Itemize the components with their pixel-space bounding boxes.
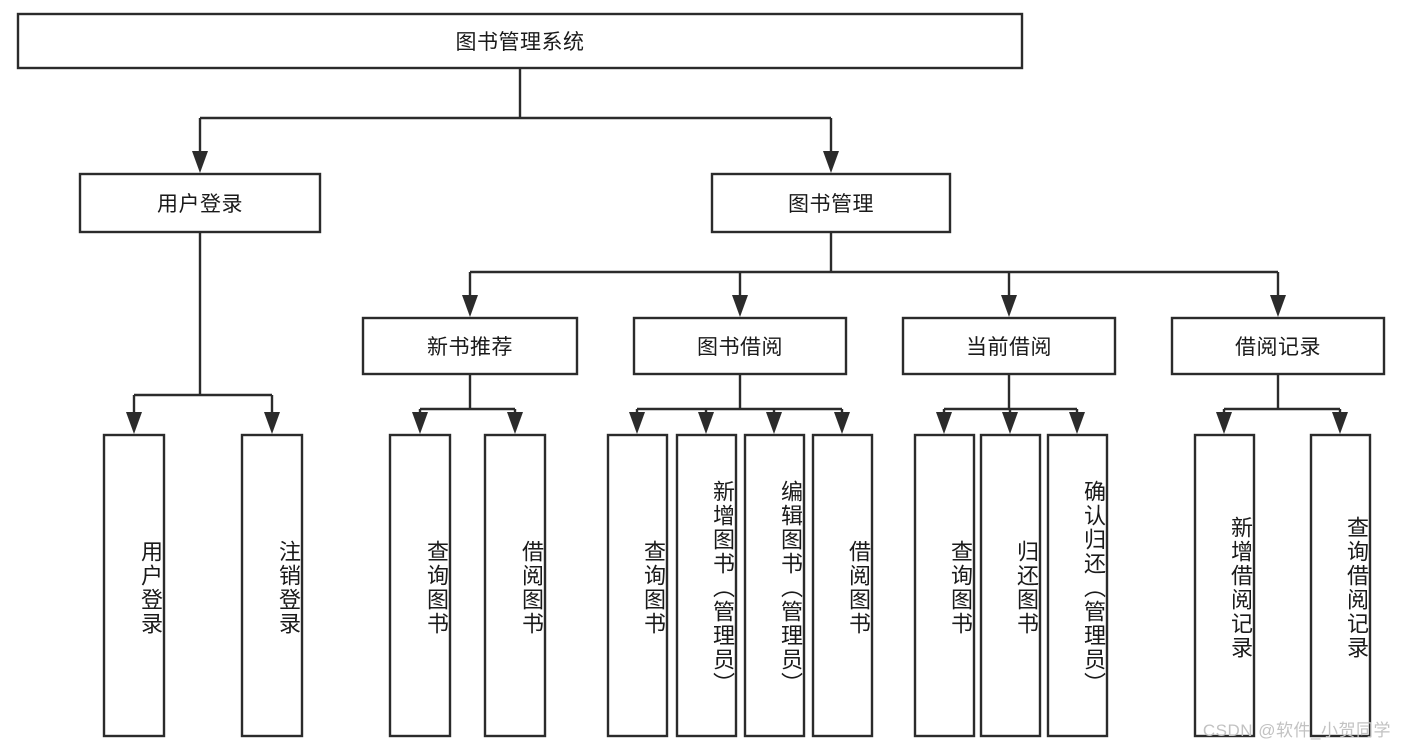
arrow-head-icon	[462, 295, 478, 317]
node-box-leaf-add-record[interactable]	[1193, 433, 1256, 738]
node-box-book-borrow[interactable]	[632, 316, 848, 376]
node-box-leaf-return-book[interactable]	[979, 433, 1042, 738]
arrow-head-icon	[507, 412, 523, 434]
node-box-leaf-query-record[interactable]	[1309, 433, 1372, 738]
arrow-head-icon	[629, 412, 645, 434]
arrow-head-icon	[1069, 412, 1085, 434]
arrow-head-icon	[192, 151, 208, 173]
arrow-head-icon	[732, 295, 748, 317]
arrow-head-icon	[1001, 295, 1017, 317]
node-box-book-manage[interactable]	[710, 172, 952, 234]
arrow-head-icon	[412, 412, 428, 434]
node-box-leaf-borrow-book-rec[interactable]	[483, 433, 547, 738]
node-box-leaf-query-book-rec[interactable]	[388, 433, 452, 738]
arrow-head-icon	[936, 412, 952, 434]
node-box-leaf-add-book[interactable]	[675, 433, 738, 738]
connectors-layer	[126, 68, 1348, 434]
node-box-leaf-logout[interactable]	[240, 433, 304, 738]
arrow-head-icon	[698, 412, 714, 434]
node-box-current-borrow[interactable]	[901, 316, 1117, 376]
node-box-user-login[interactable]	[78, 172, 322, 234]
arrow-head-icon	[126, 412, 142, 434]
arrow-head-icon	[1270, 295, 1286, 317]
arrow-head-icon	[264, 412, 280, 434]
arrow-head-icon	[834, 412, 850, 434]
node-box-leaf-query-book-cur[interactable]	[913, 433, 976, 738]
node-box-leaf-confirm-return[interactable]	[1046, 433, 1109, 738]
arrow-head-icon	[1002, 412, 1018, 434]
node-box-leaf-user-login[interactable]	[102, 433, 166, 738]
node-box-root[interactable]	[16, 12, 1024, 70]
node-box-leaf-borrow-book-bor[interactable]	[811, 433, 874, 738]
boxes-layer	[16, 12, 1386, 738]
node-box-leaf-query-book-bor[interactable]	[606, 433, 669, 738]
arrow-head-icon	[823, 151, 839, 173]
arrow-head-icon	[1332, 412, 1348, 434]
node-box-borrow-record[interactable]	[1170, 316, 1386, 376]
arrow-head-icon	[766, 412, 782, 434]
arrow-head-icon	[1216, 412, 1232, 434]
node-box-leaf-edit-book[interactable]	[743, 433, 806, 738]
node-box-new-book-recommend[interactable]	[361, 316, 579, 376]
